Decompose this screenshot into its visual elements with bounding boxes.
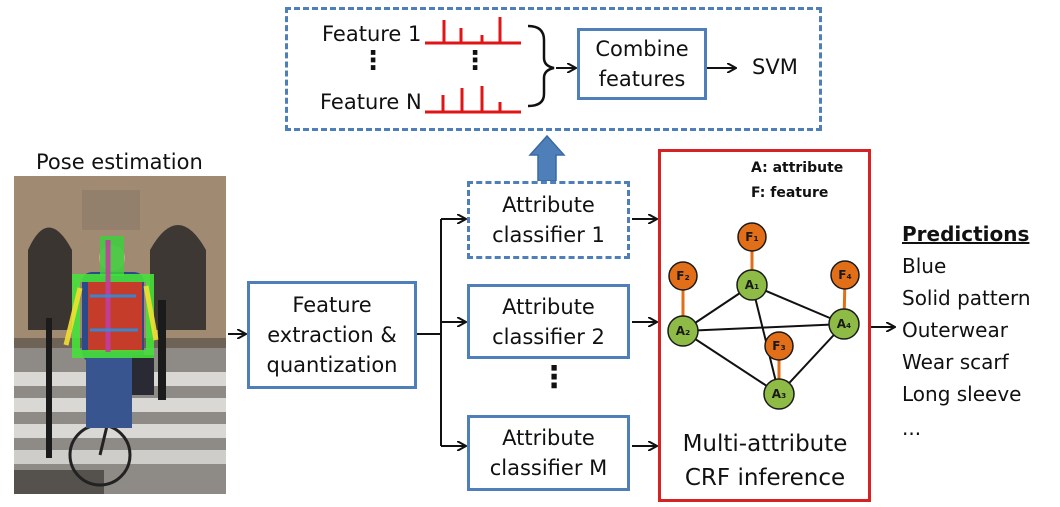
attribute-classifier-2-box: Attribute classifier 2 [467, 284, 630, 359]
predictions-title: Predictions [902, 222, 1030, 246]
histogram-feature-1 [425, 17, 521, 45]
svm-label: SVM [752, 55, 798, 79]
node-a4-label: A₄ [837, 317, 852, 331]
node-a2: A₂ [667, 315, 699, 347]
attribute-classifier-m-box: Attribute classifier M [467, 415, 630, 491]
node-f1-label: F₁ [745, 230, 758, 244]
prediction-item: Wear scarf [902, 350, 1009, 374]
prediction-item: Blue [902, 254, 947, 278]
crf-title: Multi-attribute CRF inference [682, 431, 848, 491]
pose-estimation-title: Pose estimation [36, 150, 203, 174]
feature-1-label: Feature 1 [322, 22, 422, 46]
crf-legend-feature: F: feature [751, 185, 829, 201]
node-f2: F₂ [668, 261, 698, 291]
prediction-item: Long sleeve [902, 382, 1022, 406]
crf-legend-attribute: A: attribute [751, 160, 844, 176]
crf-panel [658, 149, 871, 502]
prediction-item: Solid pattern [902, 286, 1031, 310]
node-f4-label: F₄ [838, 268, 851, 282]
node-a2-label: A₂ [676, 324, 691, 338]
node-f4: F₄ [830, 260, 860, 290]
node-f1: F₁ [737, 222, 767, 252]
curly-brace [527, 24, 555, 108]
prediction-item: Outerwear [902, 318, 1008, 342]
attribute-classifier-1-box: Attribute classifier 1 [467, 181, 630, 259]
combine-features-box: Combine features [577, 28, 707, 100]
node-a4: A₄ [828, 308, 860, 340]
branch-arrows [417, 219, 465, 446]
node-a1: A₁ [736, 269, 768, 301]
node-f2-label: F₂ [676, 269, 689, 283]
classifier-to-crf-arrows [632, 219, 656, 446]
prediction-item: ... [902, 416, 922, 440]
node-a3-label: A₃ [772, 387, 787, 401]
feature-vdots: ⋮ [360, 46, 386, 76]
histogram-feature-n [425, 86, 521, 114]
up-arrow-icon [528, 134, 566, 182]
histogram-vdots: ⋮ [462, 46, 488, 76]
pose-photo [14, 176, 226, 494]
classifier-vdots: ⋮ [539, 360, 569, 395]
node-f3-label: F₃ [772, 339, 785, 353]
node-f3: F₃ [764, 331, 794, 361]
feature-extraction-box: Feature extraction & quantization [247, 281, 417, 389]
node-a1-label: A₁ [745, 278, 760, 292]
feature-n-label: Feature N [320, 90, 422, 114]
node-a3: A₃ [763, 378, 795, 410]
feature-combination-panel [285, 7, 822, 131]
